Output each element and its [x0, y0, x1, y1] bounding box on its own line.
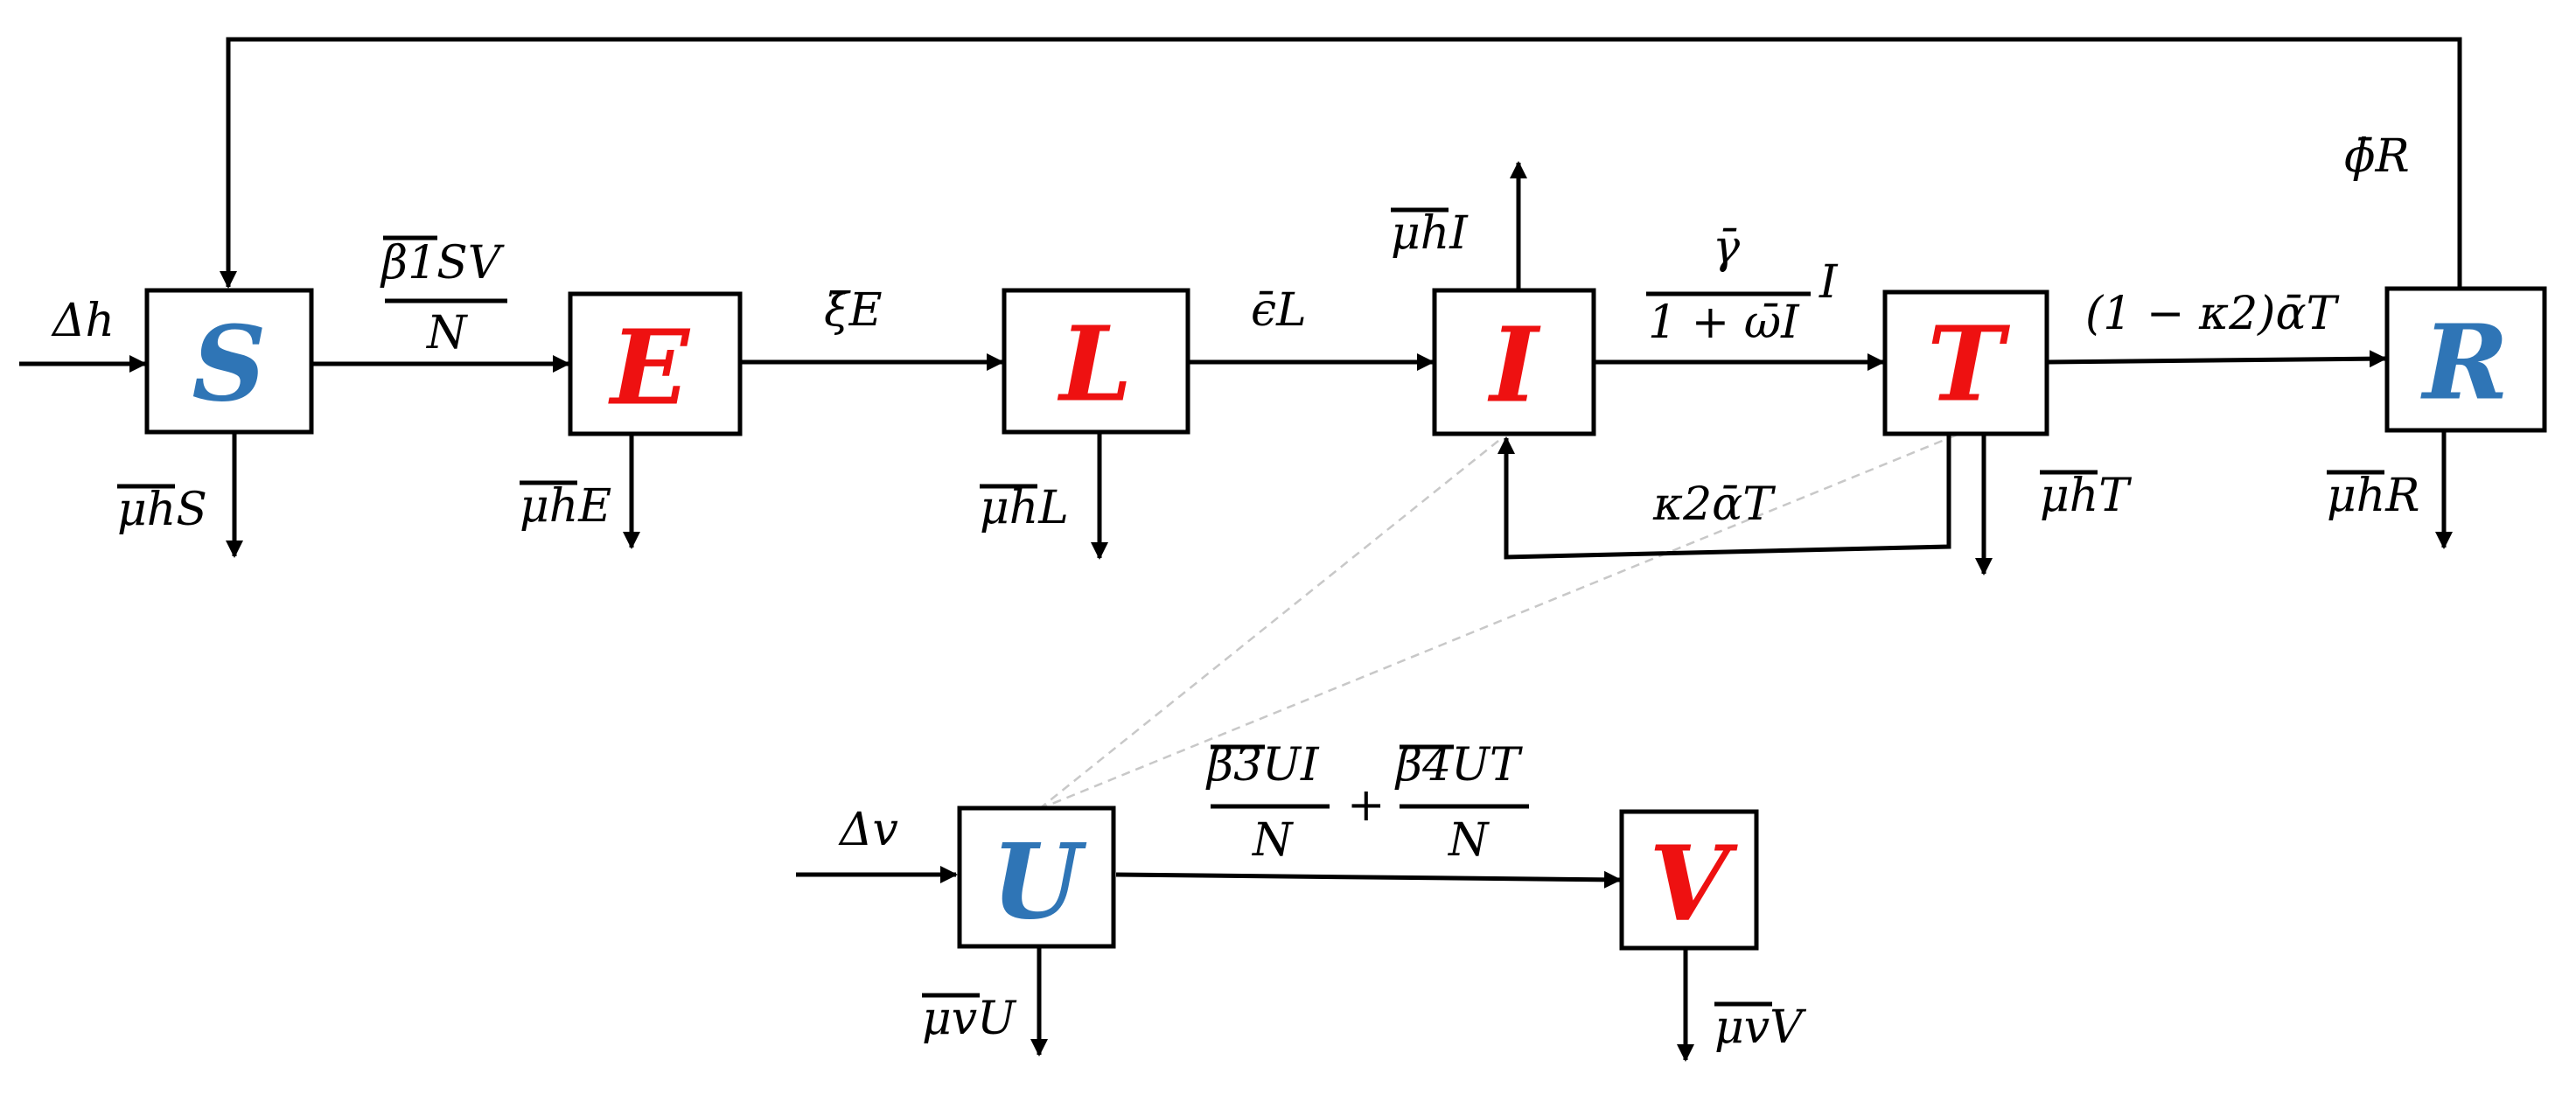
rate-death-e: μhE — [520, 480, 611, 533]
rate-death-r: μhR — [2327, 470, 2419, 522]
dashed-link-u-i — [1038, 436, 1504, 810]
compartment-label: S — [192, 303, 266, 425]
compartment-label: V — [1649, 823, 1738, 945]
rate-death-l: μhL — [980, 482, 1069, 534]
rate-recruit-h: Δh — [51, 295, 115, 347]
arrow-t-to-i — [1497, 436, 1951, 560]
compartment-label: T — [1927, 303, 2010, 425]
rate-i-to-t-numerator: γ̄ — [1713, 221, 1741, 274]
compartment-label: E — [608, 307, 691, 429]
rate-s-to-e-numerator: β1SV — [380, 237, 505, 289]
rate-u-to-v-denominator-1: N — [1251, 814, 1294, 867]
arrow-r-to-s — [220, 37, 2462, 289]
compartment-label: U — [992, 821, 1087, 943]
compartment-s: S — [144, 288, 314, 435]
rate-l-to-i: ϵ̄L — [1251, 284, 1307, 337]
compartment-label: R — [2420, 302, 2509, 423]
compartment-r: R — [2384, 286, 2547, 433]
rate-i-to-t-denominator: 1 + ω̄I — [1648, 296, 1800, 349]
rate-s-to-e-denominator: N — [425, 307, 468, 359]
rate-u-to-v-numerator-1: β3UI — [1205, 739, 1320, 792]
rate-u-to-v-denominator-2: N — [1447, 814, 1490, 867]
compartment-i: I — [1432, 288, 1596, 436]
rate-recruit-v: Δv — [838, 804, 898, 856]
rate-death-t: μhT — [2040, 470, 2132, 522]
rate-death-s: μhS — [117, 484, 207, 536]
compartment-l: L — [1002, 288, 1190, 435]
rate-i-to-t-multiplier: I — [1819, 256, 1839, 309]
rate-death-i: μhI — [1391, 207, 1469, 260]
rate-t-to-i: κ2ᾱT — [1652, 478, 1776, 531]
rate-t-to-r: (1 − κ2)ᾱT — [2085, 288, 2340, 340]
compartment-t: T — [1882, 289, 2049, 436]
rate-death-v: μvV — [1714, 1001, 1806, 1054]
compartment-label: I — [1487, 304, 1541, 426]
rate-death-u: μvU — [922, 993, 1017, 1045]
compartment-v: V — [1619, 809, 1759, 951]
compartment-u: U — [957, 806, 1116, 949]
compartment-e: E — [568, 291, 743, 436]
arrow-t-to-r — [2046, 350, 2387, 368]
arrow-u-to-v — [1115, 870, 1622, 889]
rate-u-to-v-plus: + — [1347, 779, 1386, 832]
dashed-link-u-t — [1038, 430, 1965, 811]
rate-u-to-v-numerator-2: β4UT — [1394, 739, 1523, 792]
compartment-label: L — [1058, 303, 1133, 425]
rate-r-to-s: ϕ̄R — [2344, 130, 2410, 183]
rate-e-to-l: ξ̄E — [824, 284, 883, 337]
